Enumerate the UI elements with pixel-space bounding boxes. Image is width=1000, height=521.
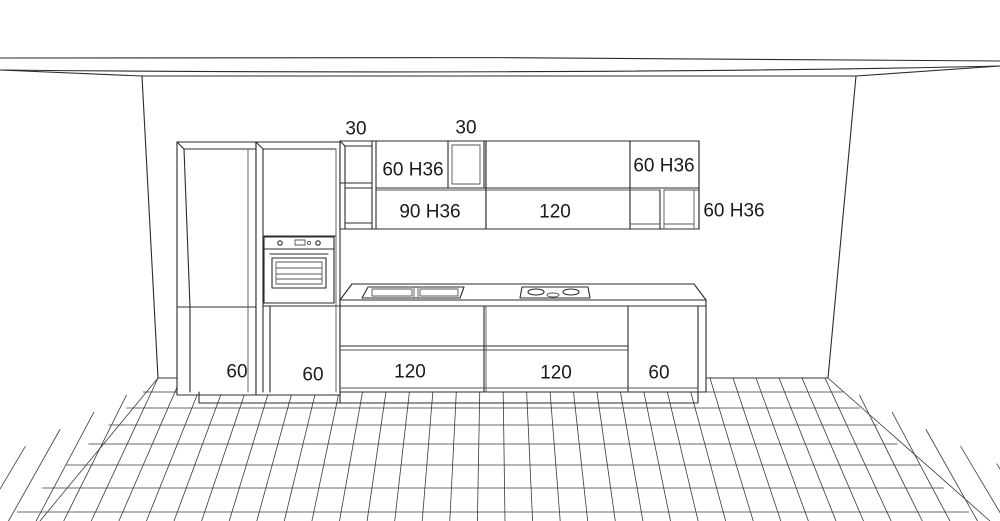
floor-tile-line bbox=[525, 377, 533, 521]
floor-tile-line bbox=[256, 377, 297, 521]
floor-tile-line bbox=[35, 411, 95, 521]
floor-tile-line bbox=[859, 394, 923, 521]
floor-tile-line bbox=[145, 377, 205, 521]
floor-tile-line bbox=[755, 377, 809, 521]
dimension-label-wall-unit-60-h36-far-right: 60 H36 bbox=[703, 200, 765, 222]
floor-tile-line bbox=[686, 377, 726, 521]
wall-units bbox=[339, 140, 700, 230]
sink bbox=[361, 286, 465, 299]
floor-tile-line bbox=[118, 377, 182, 521]
floor-tile-line bbox=[801, 377, 864, 521]
floor-tile-line bbox=[394, 377, 412, 521]
dimension-label-wall-unit-60-h36-left: 60 H36 bbox=[382, 159, 444, 181]
dimension-label-open-cube-30: 30 bbox=[455, 117, 477, 139]
floor-tile-line bbox=[90, 377, 159, 521]
floor-tile-line bbox=[827, 377, 991, 521]
hob bbox=[519, 286, 591, 299]
dimension-label-oven-unit-60: 60 bbox=[302, 364, 324, 386]
floor-tile-line bbox=[891, 411, 951, 521]
floor-tile-line bbox=[173, 377, 228, 521]
floor-tile-line bbox=[640, 377, 671, 521]
floor-tile-line bbox=[824, 377, 892, 521]
floor-tile-line bbox=[778, 377, 837, 521]
tall-oven-unit bbox=[255, 141, 341, 396]
dimension-label-corner-shelf-30: 30 bbox=[345, 118, 367, 140]
tall-pantry-unit bbox=[176, 141, 341, 404]
floor-tile-line bbox=[228, 377, 274, 521]
floor-tile-line bbox=[960, 446, 1000, 514]
oven-appliance bbox=[263, 236, 335, 304]
floor-tile-line bbox=[476, 377, 481, 521]
floor-tile-line bbox=[617, 377, 644, 521]
floor-tile-line bbox=[8, 429, 61, 521]
floor-tile-line bbox=[283, 377, 320, 521]
floor-tile-line bbox=[709, 377, 754, 521]
floor-tiles bbox=[0, 377, 1000, 521]
floor-tile-line bbox=[925, 429, 978, 521]
floor-tile-line bbox=[201, 377, 251, 521]
dimension-label-wall-unit-120: 120 bbox=[539, 201, 571, 223]
base-units bbox=[339, 305, 707, 404]
floor-tile-line bbox=[548, 377, 561, 521]
dimension-label-tall-unit-60: 60 bbox=[226, 361, 248, 383]
floor-tile-line bbox=[663, 377, 699, 521]
dimension-label-wall-unit-60-h36-right: 60 H36 bbox=[633, 155, 695, 177]
floor-tile-line bbox=[63, 394, 127, 521]
dimension-label-base-unit-120-left: 120 bbox=[394, 361, 426, 383]
floor-tile-line bbox=[502, 377, 506, 521]
floor-tile-line bbox=[449, 377, 458, 521]
dimension-label-base-unit-120-right: 120 bbox=[540, 362, 572, 384]
floor-tile-line bbox=[0, 446, 26, 490]
floor-tile-line bbox=[732, 377, 782, 521]
floor-tile-line bbox=[311, 377, 343, 521]
floor-tile-line bbox=[39, 377, 159, 521]
floor-tile-line bbox=[421, 377, 435, 521]
floor-tile-line bbox=[571, 377, 589, 521]
ceiling-outline bbox=[0, 56, 1000, 77]
floor-tile-line bbox=[594, 377, 616, 521]
dimension-label-base-unit-60-right: 60 bbox=[648, 362, 670, 384]
floor-tile-line bbox=[366, 377, 389, 521]
dimension-label-wall-unit-90-h36: 90 H36 bbox=[399, 201, 461, 223]
floor-tile-line bbox=[339, 377, 366, 521]
